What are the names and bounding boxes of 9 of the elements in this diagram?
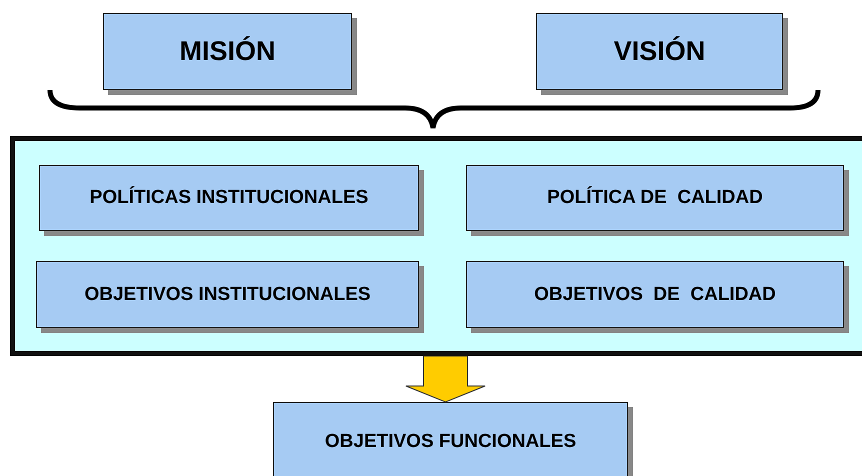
box-label: MISIÓN — [179, 36, 276, 67]
box-label: POLÍTICA DE CALIDAD — [547, 187, 763, 209]
block-arrow — [405, 356, 486, 403]
box-label: OBJETIVOS INSTITUCIONALES — [84, 284, 371, 306]
box-label: VISIÓN — [614, 36, 706, 67]
box-label: OBJETIVOS FUNCIONALES — [324, 431, 576, 453]
panel — [10, 136, 862, 356]
box-label: OBJETIVOS DE CALIDAD — [534, 284, 776, 306]
box-label: POLÍTICAS INSTITUCIONALES — [90, 187, 368, 209]
